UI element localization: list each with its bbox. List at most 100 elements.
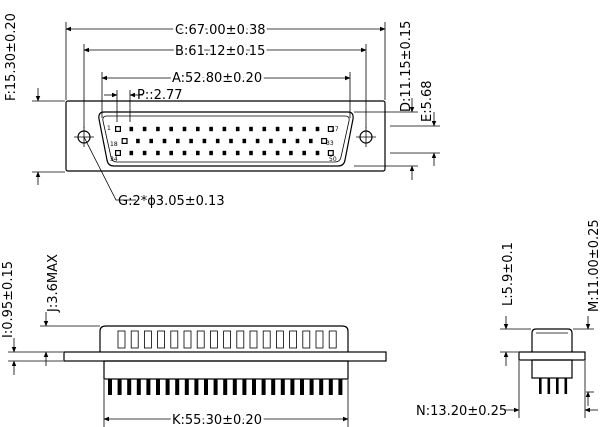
- solder-terminal: [136, 379, 141, 395]
- end-flange: [518, 351, 586, 361]
- shell-slot: [302, 330, 311, 349]
- dim-p-label: P::2.77: [137, 88, 183, 103]
- contact-pin: [121, 138, 128, 145]
- contact-pins: [114, 125, 334, 157]
- contact-pin: [169, 150, 173, 156]
- contact-pin: [229, 138, 233, 144]
- contact-pin: [295, 138, 300, 144]
- front-view: 1 17 18 33 34 50 C:67.00±0.38 B:61.12±0.…: [4, 13, 440, 209]
- contact-pin: [142, 126, 147, 132]
- contact-pin: [242, 138, 247, 144]
- pin-label-50: 50: [329, 156, 337, 163]
- solder-terminal: [280, 379, 285, 395]
- contact-pin: [156, 126, 160, 132]
- shell-slot: [209, 330, 218, 349]
- contact-pin: [136, 138, 140, 144]
- contact-pin: [249, 150, 253, 156]
- shell-slot: [196, 330, 205, 349]
- contact-pin: [275, 150, 280, 156]
- dim-k-label: K:55.30±0.20: [172, 413, 262, 427]
- solder-terminal: [328, 379, 333, 395]
- contact-pin: [282, 138, 286, 144]
- contact-pin: [162, 138, 167, 144]
- dim-a-label: A:52.80±0.20: [172, 71, 262, 86]
- dimension-m: [573, 316, 594, 406]
- dimension-k: [103, 380, 349, 427]
- contact-pin: [114, 150, 121, 157]
- end-view: L:5.9±0.1 M:11.00±0.25 N:13.20±0.25: [416, 219, 600, 419]
- contact-pin: [182, 126, 187, 132]
- shell-slot: [275, 330, 284, 349]
- dimension-l: [500, 316, 531, 366]
- solder-terminal: [194, 379, 199, 395]
- dimension-n: [505, 361, 598, 418]
- pin-label-34: 34: [110, 156, 118, 163]
- solder-terminal: [252, 379, 256, 395]
- front-flange-outline: [65, 100, 386, 172]
- solder-terminal: [319, 379, 324, 395]
- shell-slot: [289, 330, 298, 349]
- shell-slot: [117, 330, 126, 349]
- solder-terminal: [117, 379, 122, 395]
- contact-pin: [196, 150, 200, 156]
- dimension-p: [104, 90, 143, 122]
- contact-pin: [302, 126, 306, 132]
- contact-pin: [262, 126, 267, 132]
- shell-slot: [183, 330, 192, 349]
- contact-pin: [289, 126, 293, 132]
- contact-pin: [149, 138, 153, 144]
- leader-g: [83, 136, 136, 201]
- side-view: J:3.6MAX I:0.95±0.15 K:55.30±0.20: [1, 254, 387, 427]
- contact-pin: [302, 150, 306, 156]
- contact-pin: [209, 150, 213, 156]
- contact-pin: [196, 126, 200, 132]
- pin-label-17: 17: [331, 126, 339, 133]
- contact-pin: [176, 138, 180, 144]
- solder-terminal: [127, 379, 132, 395]
- end-terminal: [547, 378, 551, 394]
- solder-terminal: [271, 379, 276, 395]
- shell-slot: [262, 330, 271, 349]
- solder-terminal: [108, 379, 112, 395]
- side-shell: [99, 325, 349, 352]
- solder-terminals: [108, 379, 343, 395]
- contact-pin: [202, 138, 207, 144]
- contact-pin: [321, 138, 328, 145]
- dimension-e: [390, 112, 440, 166]
- contact-pin: [309, 138, 313, 144]
- dim-m-label: M:11.00±0.25: [587, 219, 600, 312]
- solder-terminal: [290, 379, 295, 395]
- end-body: [531, 359, 573, 379]
- contact-pin: [222, 150, 227, 156]
- pin-label-1: 1: [107, 125, 111, 132]
- solder-terminal: [204, 379, 208, 395]
- end-terminal: [564, 378, 568, 394]
- contact-pin: [142, 150, 147, 156]
- shell-slot: [328, 330, 337, 349]
- contact-pin: [215, 138, 220, 144]
- shell-slot: [170, 330, 179, 349]
- dim-i-label: I:0.95±0.15: [1, 261, 16, 338]
- contact-pin: [327, 150, 334, 157]
- solder-terminal: [165, 379, 170, 395]
- dimension-c: [65, 22, 386, 100]
- solder-terminal: [242, 379, 247, 395]
- mounting-hole-right: [356, 127, 376, 147]
- solder-terminal: [184, 379, 189, 395]
- contact-pin: [235, 126, 240, 132]
- contact-pin: [114, 125, 121, 132]
- pin-label-18: 18: [110, 141, 118, 148]
- contact-pin: [315, 150, 320, 156]
- shell-slot: [223, 330, 232, 349]
- dim-d-label: D:11.15±0.15: [399, 21, 414, 112]
- contact-pin: [255, 138, 260, 144]
- contact-pin: [182, 150, 187, 156]
- shell-slot: [249, 330, 258, 349]
- dimension-d: [354, 98, 418, 180]
- end-terminal: [556, 378, 559, 394]
- contact-pin: [275, 126, 280, 132]
- solder-terminal: [146, 379, 151, 395]
- solder-terminal: [232, 379, 237, 395]
- solder-terminal: [213, 379, 218, 395]
